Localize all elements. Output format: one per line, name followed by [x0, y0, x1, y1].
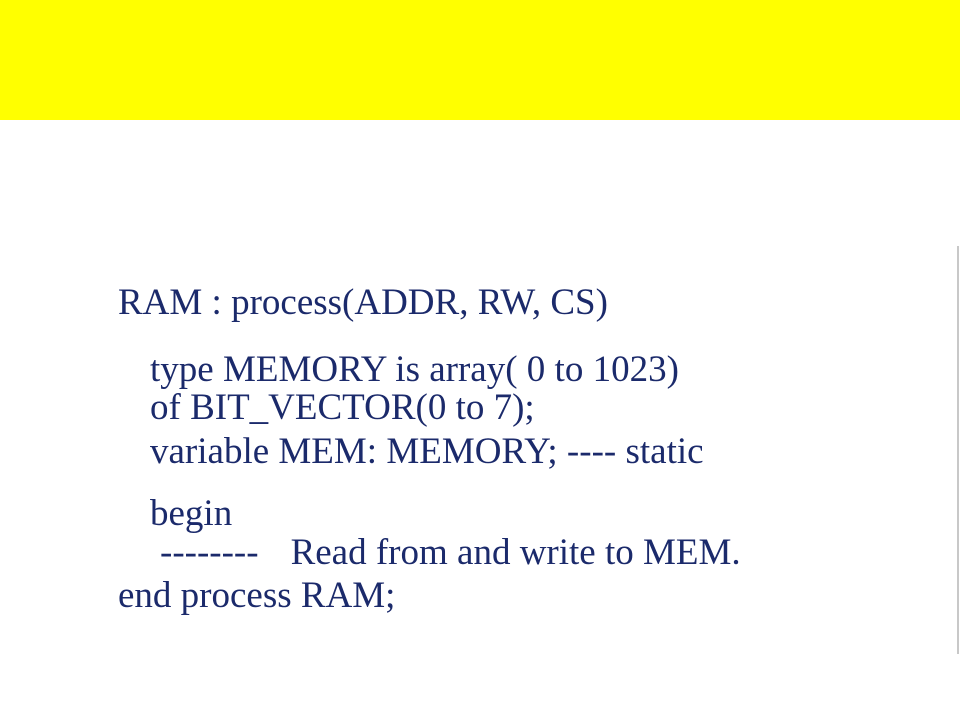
- code-line-variable-declaration: variable MEM: MEMORY; ---- static: [150, 431, 704, 472]
- code-line-type-declaration-continued: of BIT_VECTOR(0 to 7);: [150, 387, 535, 428]
- code-line-end-process: end process RAM;: [118, 575, 396, 616]
- comment-dashes: --------: [160, 532, 259, 573]
- code-line-process-header: RAM : process(ADDR, RW, CS): [118, 282, 608, 323]
- comment-text: Read from and write to MEM.: [290, 532, 741, 573]
- slide-edge-divider: [957, 246, 959, 654]
- code-line-type-declaration: type MEMORY is array( 0 to 1023): [150, 349, 679, 390]
- code-line-comment: -------- Read from and write to MEM.: [160, 533, 741, 573]
- title-band: [0, 0, 960, 120]
- code-line-begin: begin: [150, 493, 233, 534]
